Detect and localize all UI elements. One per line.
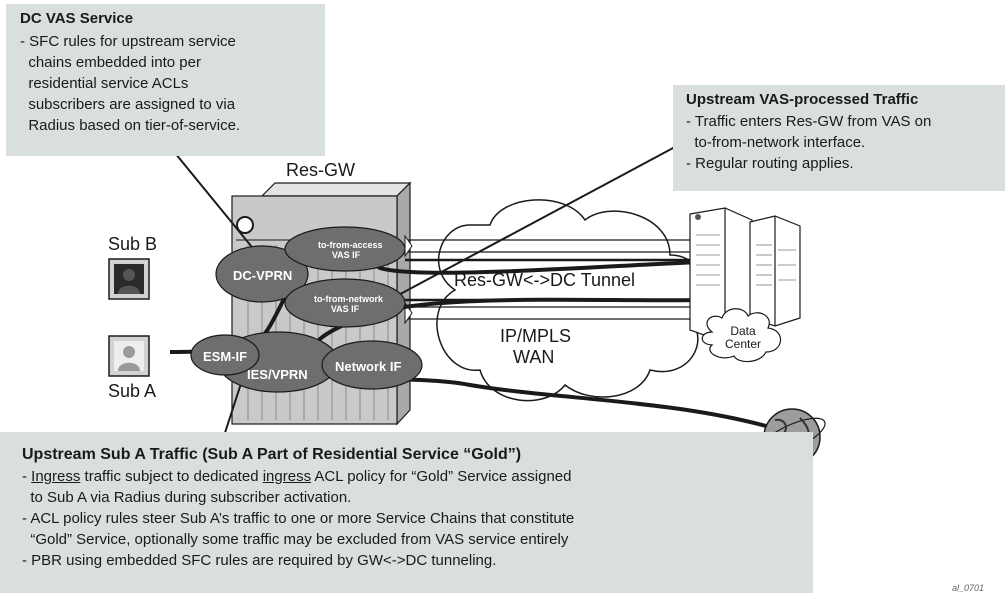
dc-vas-line-5: Radius based on tier-of-service. xyxy=(20,117,241,134)
sub-a-line-4: “Gold” Service, optionally some traffic … xyxy=(22,531,569,548)
to-from-network-line1: to-from-network xyxy=(314,294,383,304)
dc-vas-line-2: chains embedded into per xyxy=(20,54,201,71)
sub-a-line-2: to Sub A via Radius during subscriber ac… xyxy=(22,489,352,506)
data-center-label: Data Center xyxy=(722,325,764,351)
sub-a-line-1: - Ingress traffic subject to dedicated i… xyxy=(22,466,813,487)
to-from-access-label: to-from-access VAS IF xyxy=(318,240,383,260)
figure-id: al_0701 xyxy=(952,583,985,593)
to-from-access-line2: VAS IF xyxy=(331,250,361,260)
dc-vas-line-3: residential service ACLs xyxy=(20,75,189,92)
dc-vas-line-4: subscribers are assigned to via xyxy=(20,96,236,113)
upstream-vas-callout-title: Upstream VAS-processed Traffic xyxy=(686,91,919,108)
ip-mpls-label: IP/MPLS xyxy=(500,326,572,346)
sub-a-line-5: - PBR using embedded SFC rules are requi… xyxy=(22,552,497,569)
sub-a-line-1-pre: - xyxy=(22,468,32,485)
dc-vas-callout: DC VAS Service - SFC rules for upstream … xyxy=(6,4,325,156)
res-gw-label: Res-GW xyxy=(286,160,355,180)
to-from-network-oval xyxy=(284,278,406,328)
sub-a-callout: Upstream Sub A Traffic (Sub A Part of Re… xyxy=(0,432,813,593)
network-if-oval xyxy=(321,340,423,390)
center-label: Center xyxy=(724,337,762,351)
sub-a-label: Sub A xyxy=(108,381,157,401)
sub-a-callout-title: Upstream Sub A Traffic (Sub A Part of Re… xyxy=(22,446,522,463)
network-if-label: Network IF xyxy=(335,359,402,374)
esm-if-label: ESM-IF xyxy=(203,349,248,364)
to-from-network-label: to-from-network VAS IF xyxy=(314,294,383,314)
upstream-vas-line-1: - Traffic enters Res-GW from VAS on xyxy=(686,113,932,130)
data-label: Data xyxy=(730,324,756,338)
dc-vas-callout-title: DC VAS Service xyxy=(20,10,134,27)
ies-vprn-label: IES/VPRN xyxy=(247,367,308,382)
dc-vprn-label: DC-VPRN xyxy=(233,268,293,283)
sub-a-line-1-post: ACL policy for “Gold” Service assigned xyxy=(311,468,572,485)
upstream-vas-callout: Upstream VAS-processed Traffic - Traffic… xyxy=(673,85,1005,191)
dc-callout-pointer xyxy=(174,152,266,264)
dc-vas-line-1: - SFC rules for upstream service xyxy=(20,33,236,50)
to-from-access-line1: to-from-access xyxy=(318,240,383,250)
to-from-network-line2: VAS IF xyxy=(330,304,360,314)
upstream-vas-line-3: - Regular routing applies. xyxy=(686,155,854,172)
sub-a-line-3: - ACL policy rules steer Sub A’s traffic… xyxy=(22,510,575,527)
sub-a-monitor-user-icon xyxy=(108,335,150,377)
ingress-underlined-1: Ingress xyxy=(31,468,81,485)
datacenter-cloud-icon xyxy=(701,308,782,363)
sub-a-line-1-mid: traffic subject to dedicated xyxy=(80,468,263,485)
sub-b-label: Sub B xyxy=(108,234,158,254)
wan-label: WAN xyxy=(513,347,555,367)
tunnel-label: Res-GW<->DC Tunnel xyxy=(454,270,636,290)
dc-vprn-oval xyxy=(215,245,309,303)
upstream-vas-line-2: to-from-network interface. xyxy=(686,134,866,151)
esm-if-oval xyxy=(190,334,260,376)
upstream-callout-pointer xyxy=(347,139,689,323)
datacenter-building-icon xyxy=(689,207,801,341)
interface-ovals xyxy=(190,226,423,393)
sub-b-monitor-user-icon xyxy=(108,258,150,300)
ingress-underlined-2: ingress xyxy=(262,468,312,485)
to-from-access-oval xyxy=(284,226,406,272)
